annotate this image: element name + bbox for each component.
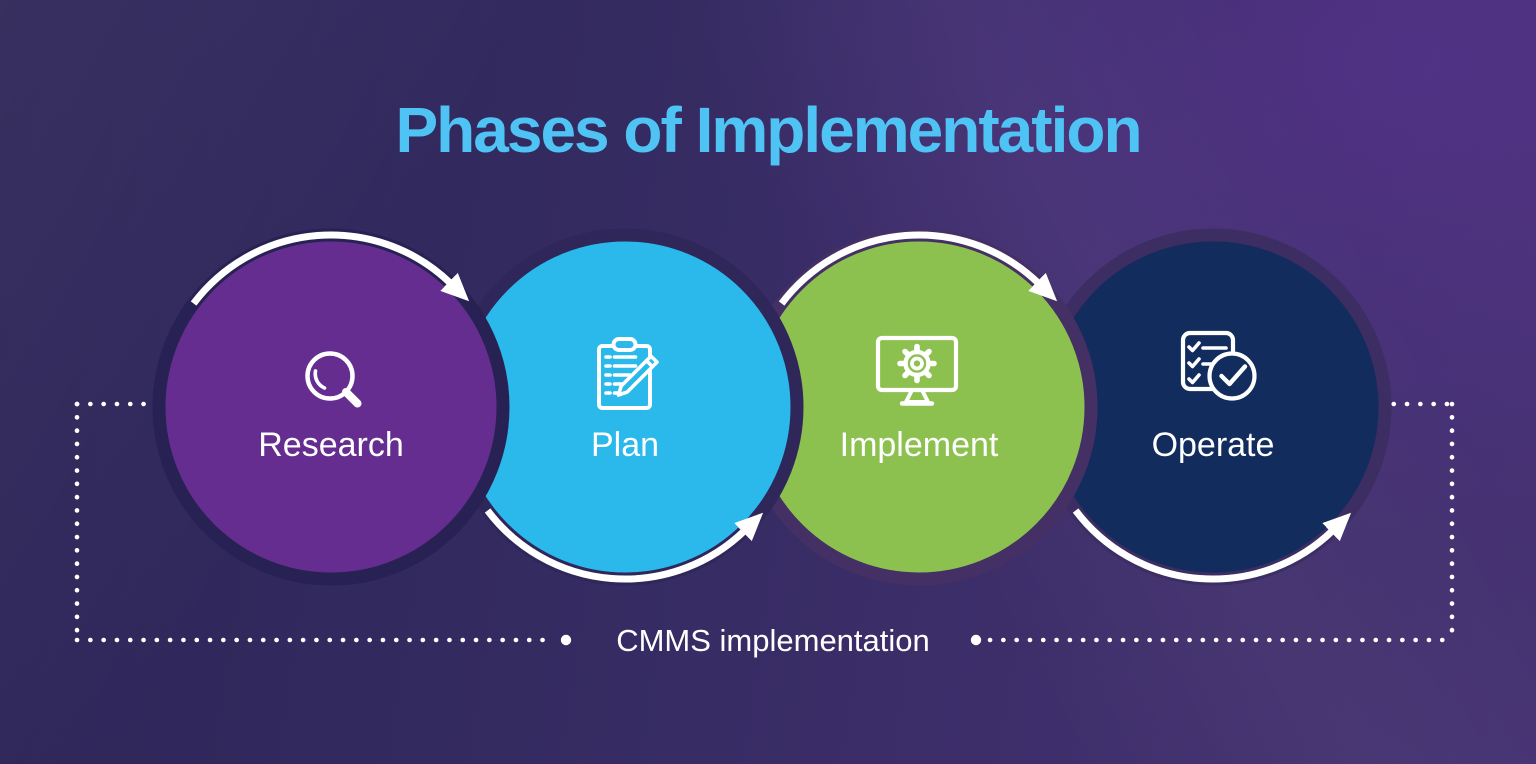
arc-arrow-plan — [484, 508, 764, 583]
phase-label-operate: Operate — [1151, 426, 1275, 464]
checklist-check-icon — [1180, 330, 1257, 401]
clipboard-pencil-icon — [597, 337, 659, 410]
monitor-gear-icon — [875, 335, 959, 406]
cmms-implementation-label: CMMS implementation — [616, 623, 930, 658]
magnifier-icon — [305, 351, 362, 408]
page-title: Phases of Implementation — [395, 94, 1142, 166]
arc-arrow-operate — [1072, 508, 1352, 583]
footer-end-dot-right — [970, 634, 982, 646]
footer-end-dot-left — [560, 634, 572, 646]
phase-label-research: Research — [258, 426, 404, 464]
arc-arrow-implement — [778, 231, 1058, 306]
phase-label-plan: Plan — [590, 426, 660, 464]
arc-arrow-research — [190, 231, 470, 306]
phase-label-implement: Implement — [839, 426, 999, 464]
